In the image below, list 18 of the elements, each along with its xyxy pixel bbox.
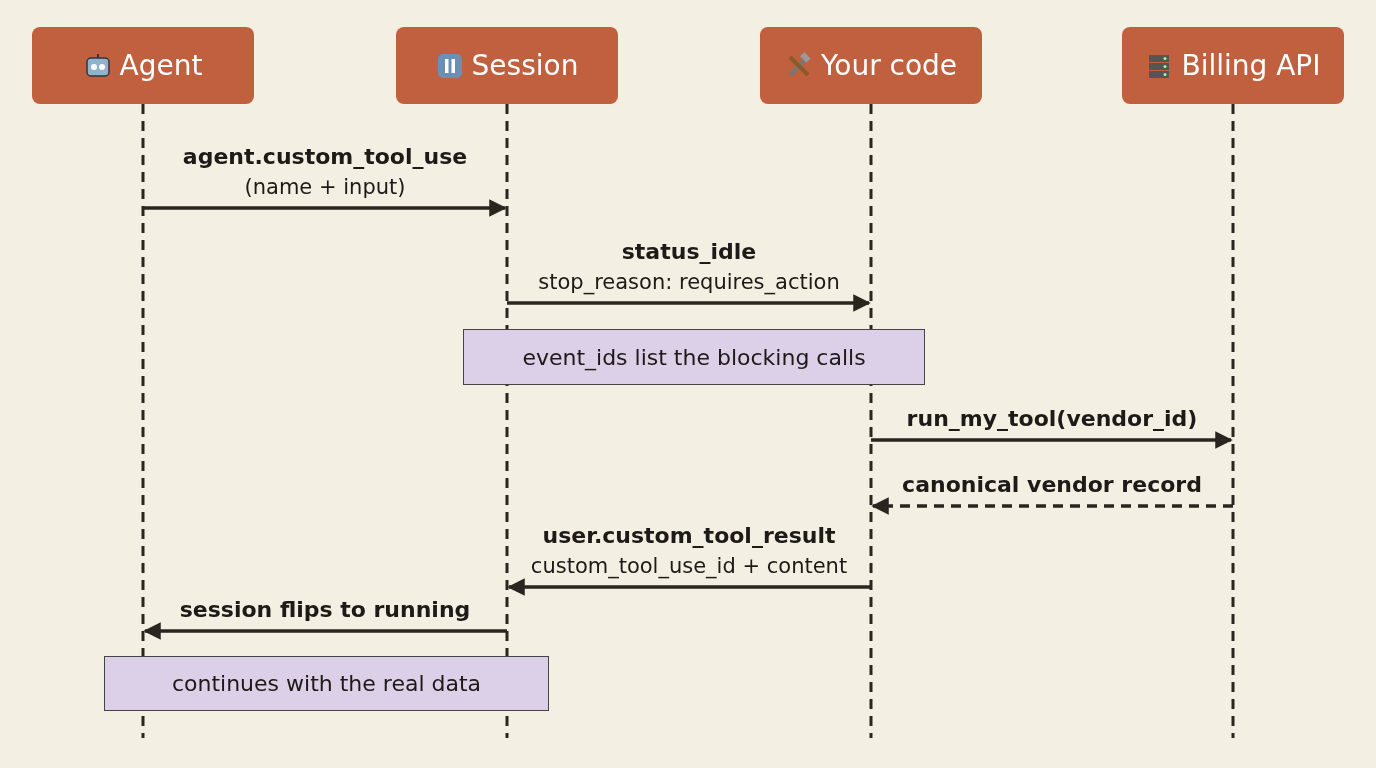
arrow <box>143 622 507 640</box>
message-label: status_idle stop_reason: requires_action <box>538 238 840 297</box>
arrow <box>507 294 871 312</box>
arrow <box>871 497 1233 515</box>
participant-name: Your code <box>820 49 958 82</box>
message-label: agent.custom_tool_use (name + input) <box>182 143 468 201</box>
participant-name: Billing API <box>1181 49 1321 82</box>
participant-name: Session <box>471 49 579 82</box>
participant-name: Agent <box>119 49 203 82</box>
message-label: session flips to running <box>179 596 471 624</box>
message-label: user.custom_tool_result custom_tool_use_id + content <box>530 522 848 581</box>
arrow <box>143 199 507 217</box>
message-label: canonical vendor record <box>902 471 1202 499</box>
arrow <box>507 578 871 596</box>
arrow <box>871 431 1233 449</box>
message-label: run_my_tool(vendor_id) <box>906 405 1198 433</box>
note-text: continues with the real data <box>171 671 482 696</box>
note-text: event_ids list the blocking calls <box>522 344 866 370</box>
